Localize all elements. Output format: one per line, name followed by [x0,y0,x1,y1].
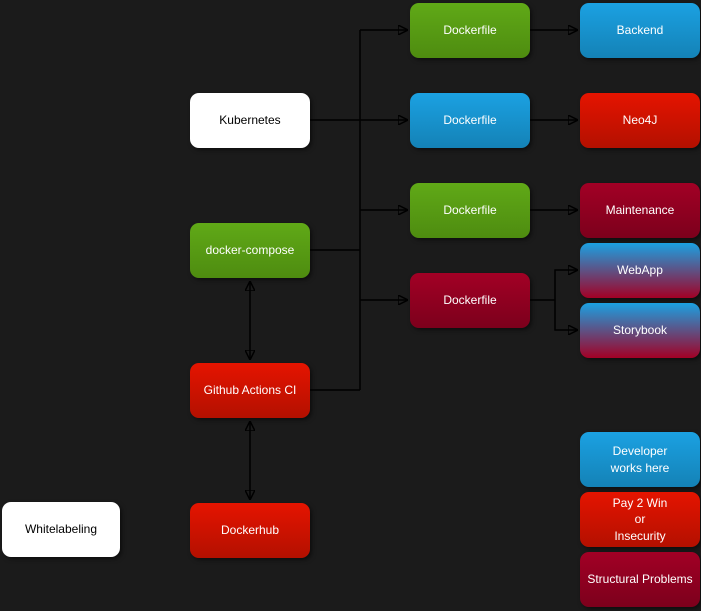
edge-dockerfile-to-webapp [554,270,577,300]
node-webapp[interactable]: WebApp [580,243,700,298]
node-neo4j[interactable]: Neo4J [580,93,700,148]
node-maintenance[interactable]: Maintenance [580,183,700,238]
node-dockerfile-frontend[interactable]: Dockerfile [410,273,530,328]
legend-developer-works-here[interactable]: Developer works here [580,432,700,487]
legend-pay-2-win-or-insecurity-label: Pay 2 Win or Insecurity [612,496,668,543]
node-kubernetes[interactable]: Kubernetes [190,93,310,148]
legend-pay-2-win-or-insecurity[interactable]: Pay 2 Win or Insecurity [580,492,700,547]
node-kubernetes-label: Kubernetes [219,113,281,128]
node-dockerfile-backend-label: Dockerfile [443,23,497,38]
node-backend[interactable]: Backend [580,3,700,58]
node-dockerhub[interactable]: Dockerhub [190,503,310,558]
node-github-actions[interactable]: Github Actions CI [190,363,310,418]
legend-structural-problems[interactable]: Structural Problems [580,552,700,607]
node-whitelabeling[interactable]: Whitelabeling [2,502,120,557]
node-storybook[interactable]: Storybook [580,303,700,358]
legend-structural-problems-label: Structural Problems [587,572,693,587]
node-storybook-label: Storybook [612,323,668,338]
node-maintenance-label: Maintenance [605,203,675,218]
node-dockerhub-label: Dockerhub [220,523,280,538]
node-github-actions-label: Github Actions CI [203,383,297,398]
node-dockerfile-neo4j-label: Dockerfile [443,113,497,128]
node-dockerfile-maintenance-label: Dockerfile [443,203,497,218]
node-backend-label: Backend [616,23,664,38]
legend-developer-works-here-label: Developer works here [610,444,670,475]
node-docker-compose[interactable]: docker-compose [190,223,310,278]
node-dockerfile-neo4j[interactable]: Dockerfile [410,93,530,148]
node-whitelabeling-label: Whitelabeling [24,522,98,537]
edge-dockerfile-to-storybook [554,300,577,330]
node-webapp-label: WebApp [617,263,663,278]
node-dockerfile-backend[interactable]: Dockerfile [410,3,530,58]
node-dockerfile-maintenance[interactable]: Dockerfile [410,183,530,238]
node-neo4j-label: Neo4J [622,113,658,128]
node-dockerfile-frontend-label: Dockerfile [443,293,497,308]
node-docker-compose-label: docker-compose [205,243,295,258]
